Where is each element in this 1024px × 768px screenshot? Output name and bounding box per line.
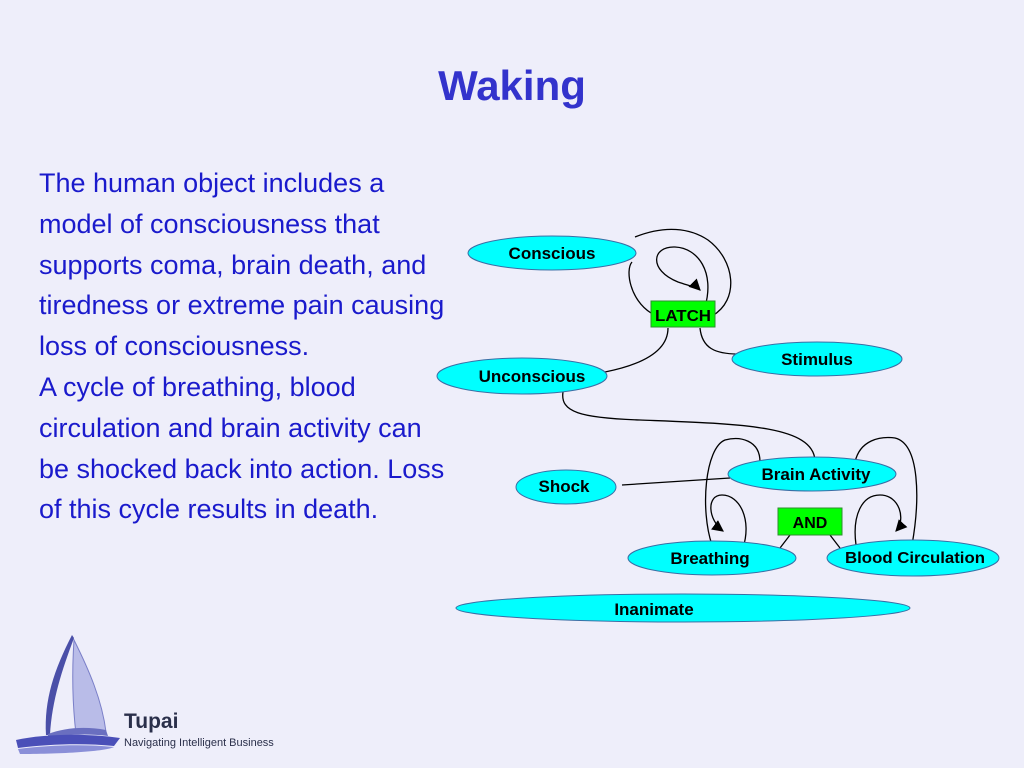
edge-blood-self-loop: [854, 494, 908, 546]
gate-and: AND: [777, 507, 843, 536]
paragraph-consciousness: The human object includes a model of con…: [39, 168, 445, 362]
paragraph-cycle: A cycle of breathing, blood circulation …: [39, 371, 445, 525]
gate-latch-label: LATCH: [655, 308, 711, 325]
node-unconscious-label: Unconscious: [479, 367, 586, 386]
edge-shock-brain-activity: [621, 477, 731, 486]
edge-breathing-self-loop: [710, 494, 747, 549]
node-blood-circulation: Blood Circulation: [826, 539, 1000, 577]
node-stimulus-label: Stimulus: [781, 350, 853, 369]
node-unconscious: Unconscious: [436, 357, 608, 395]
edge-latch-stimulus: [699, 327, 739, 355]
edge-brain-breathing-outer: [704, 438, 761, 546]
edge-brain-blood-outer: [854, 436, 918, 546]
edge-unconscious-brain-activity: [562, 391, 816, 461]
gate-and-label: AND: [793, 515, 828, 532]
node-conscious-label: Conscious: [509, 244, 596, 263]
diagram-edges: [562, 228, 918, 549]
edge-and-blood: [829, 534, 841, 549]
node-stimulus: Stimulus: [731, 341, 903, 377]
slide-title: Waking: [438, 62, 586, 109]
edge-latch-unconscious: [604, 327, 669, 373]
node-shock: Shock: [515, 469, 617, 505]
node-conscious: Conscious: [467, 235, 637, 271]
node-brain-activity: Brain Activity: [727, 456, 897, 492]
node-inanimate-label: Inanimate: [614, 600, 693, 619]
node-breathing: Breathing: [627, 540, 797, 576]
node-brain-activity-label: Brain Activity: [762, 465, 872, 484]
edge-latch-conscious: [628, 261, 652, 314]
node-blood-circulation-label: Blood Circulation: [845, 550, 985, 567]
slide-body: The human object includes a model of con…: [39, 163, 459, 530]
node-shock-label: Shock: [538, 477, 590, 496]
brand-name: Tupai: [124, 710, 179, 733]
sailboat-icon: [16, 635, 120, 754]
node-breathing-label: Breathing: [670, 549, 749, 568]
tupai-logo: [16, 635, 120, 754]
edge-conscious-outer-loop: [634, 228, 732, 317]
edge-and-breathing: [779, 534, 791, 549]
edge-conscious-self-loop: [656, 246, 709, 308]
node-inanimate: Inanimate: [455, 593, 911, 623]
gate-latch: LATCH: [650, 300, 716, 328]
brand-tagline: Navigating Intelligent Business: [124, 737, 274, 749]
